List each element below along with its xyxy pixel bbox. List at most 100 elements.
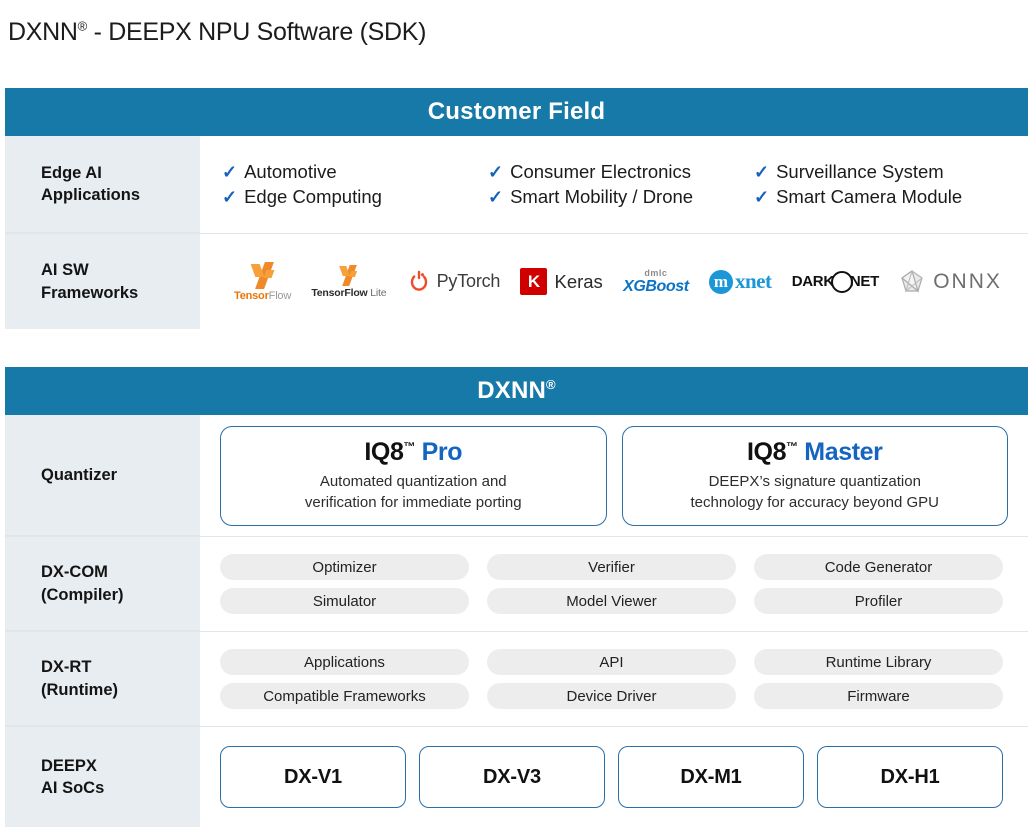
check-icon: ✓ <box>488 187 504 207</box>
dx-rt-pill-grid: Applications Compatible Frameworks API D… <box>200 649 1028 709</box>
quantizer-card-desc-line1: DEEPX’s signature quantization <box>708 473 921 491</box>
dx-com-column-3: Code Generator Profiler <box>754 554 1003 614</box>
row-label-edge-ai-line1: Edge AI <box>41 163 102 182</box>
row-label-dx-com: DX-COM (Compiler) <box>5 537 200 631</box>
page-title: DXNN® - DEEPX NPU Software (SDK) <box>8 18 426 47</box>
pill-api[interactable]: API <box>487 649 736 675</box>
quantizer-card-title-base: IQ8 <box>747 438 787 467</box>
row-label-deepx-ai-socs: DEEPX AI SoCs <box>5 727 200 827</box>
dxnn-band-title-text: DXNN <box>477 377 547 404</box>
page-title-main: DXNN <box>8 18 78 46</box>
darknet-wordmark-part2: NET <box>849 273 879 290</box>
row-label-frameworks-line1: AI SW <box>41 261 89 280</box>
quantizer-card-desc-line1: Automated quantization and <box>319 473 507 491</box>
row-label-dx-rt-line2: (Runtime) <box>41 680 118 699</box>
registered-mark-icon: ® <box>77 18 88 34</box>
quantizer-card-desc-line2: technology for accuracy beyond GPU <box>690 493 939 511</box>
mxnet-mark-icon: m <box>708 269 733 294</box>
quantizer-card-title-accent: Pro <box>421 438 463 467</box>
list-item: ✓ Edge Computing <box>222 186 488 208</box>
keras-mark-icon: K <box>520 268 548 295</box>
darknet-circle-icon <box>830 270 853 293</box>
soc-box-dx-v1[interactable]: DX-V1 <box>220 746 406 808</box>
onnx-logo: ONNX <box>899 254 1002 310</box>
quantizer-card-iq8-pro[interactable]: IQ8™ Pro Automated quantization and veri… <box>220 425 607 526</box>
row-deepx-ai-socs: DEEPX AI SoCs DX-V1 DX-V3 DX-M1 DX-H1 <box>5 727 1028 827</box>
pill-profiler[interactable]: Profiler <box>754 588 1003 614</box>
quantizer-card-title: IQ8™ Master <box>747 438 883 467</box>
page-title-rest: - DEEPX NPU Software (SDK) <box>86 18 427 46</box>
pill-simulator[interactable]: Simulator <box>220 588 469 614</box>
list-item-label: Smart Camera Module <box>776 186 963 207</box>
pill-applications[interactable]: Applications <box>220 649 469 675</box>
mxnet-wordmark: xnet <box>734 269 772 293</box>
list-item-label: Automotive <box>244 161 337 182</box>
row-dx-rt: DX-RT (Runtime) Applications Compatible … <box>5 632 1028 727</box>
row-label-quantizer: Quantizer <box>5 415 200 536</box>
dxnn-band-title: DXNN® <box>5 367 1028 415</box>
soc-box-dx-h1[interactable]: DX-H1 <box>817 746 1003 808</box>
pill-code-generator[interactable]: Code Generator <box>754 554 1003 580</box>
check-icon: ✓ <box>222 187 238 207</box>
customer-field-band-title: Customer Field <box>5 88 1028 136</box>
row-label-edge-ai: Edge AI Applications <box>5 136 200 233</box>
pytorch-wordmark: PyTorch <box>436 271 501 291</box>
row-label-frameworks: AI SW Frameworks <box>5 234 200 329</box>
row-label-frameworks-line2: Frameworks <box>41 283 139 302</box>
xgboost-logo: dmlc XGBoost <box>623 254 689 310</box>
pill-firmware[interactable]: Firmware <box>754 683 1003 709</box>
dx-com-column-2: Verifier Model Viewer <box>487 554 736 614</box>
quantizer-card-grid: IQ8™ Pro Automated quantization and veri… <box>200 425 1028 526</box>
row-quantizer: Quantizer IQ8™ Pro Automated quantizatio… <box>5 415 1028 537</box>
pill-optimizer[interactable]: Optimizer <box>220 554 469 580</box>
tensorflow-mark-icon <box>250 261 276 289</box>
pill-model-viewer[interactable]: Model Viewer <box>487 588 736 614</box>
list-item: ✓ Automotive <box>222 161 488 183</box>
registered-mark-icon: ® <box>546 377 556 392</box>
pill-compatible-frameworks[interactable]: Compatible Frameworks <box>220 683 469 709</box>
tensorflow-lite-logo: TensorFlow Lite <box>311 254 387 310</box>
row-edge-ai-applications: Edge AI Applications ✓ Automotive ✓ Edge… <box>5 136 1028 234</box>
list-item-label: Smart Mobility / Drone <box>510 186 694 207</box>
check-icon: ✓ <box>754 162 770 182</box>
xgboost-dmlc-label: dmlc <box>644 267 668 278</box>
pill-runtime-library[interactable]: Runtime Library <box>754 649 1003 675</box>
row-label-socs-line2: AI SoCs <box>41 779 105 797</box>
row-label-dx-rt-line1: DX-RT <box>41 658 92 677</box>
row-label-quantizer-line1: Quantizer <box>41 465 118 484</box>
darknet-wordmark-part1: DARK <box>791 273 834 290</box>
list-item-label: Surveillance System <box>776 161 944 182</box>
row-label-dx-rt: DX-RT (Runtime) <box>5 632 200 726</box>
list-item-label: Edge Computing <box>244 186 382 207</box>
soc-box-dx-v3[interactable]: DX-V3 <box>419 746 605 808</box>
row-ai-sw-frameworks: AI SW Frameworks TensorFlow <box>5 234 1028 329</box>
onnx-mark-icon <box>901 269 924 293</box>
dx-rt-column-1: Applications Compatible Frameworks <box>220 649 469 709</box>
edge-ai-applications-grid: ✓ Automotive ✓ Edge Computing ✓ Consumer… <box>200 161 1028 208</box>
tensorflow-logo: TensorFlow <box>234 254 291 310</box>
dx-com-pill-grid: Optimizer Simulator Verifier Model Viewe… <box>200 554 1028 614</box>
tensorflow-lite-mark-icon <box>339 264 358 286</box>
quantizer-card-desc-line2: verification for immediate porting <box>304 493 522 511</box>
soc-box-dx-m1[interactable]: DX-M1 <box>618 746 804 808</box>
onnx-wordmark: ONNX <box>933 269 1002 293</box>
pytorch-logo: PyTorch <box>407 254 501 310</box>
list-item: ✓ Surveillance System <box>754 161 1020 183</box>
row-body-quantizer: IQ8™ Pro Automated quantization and veri… <box>200 415 1028 536</box>
row-label-dx-com-line1: DX-COM <box>41 563 108 582</box>
mxnet-logo: m xnet <box>708 254 772 310</box>
row-label-dx-com-line2: (Compiler) <box>41 585 124 604</box>
keras-wordmark: Keras <box>554 270 603 292</box>
check-icon: ✓ <box>754 187 770 207</box>
keras-logo: K Keras <box>520 254 603 310</box>
row-label-edge-ai-line2: Applications <box>41 186 141 204</box>
trademark-icon: ™ <box>786 439 798 454</box>
tensorflow-lite-wordmark: TensorFlow Lite <box>311 286 387 299</box>
pill-device-driver[interactable]: Device Driver <box>487 683 736 709</box>
list-item-label: Consumer Electronics <box>510 161 692 182</box>
pill-verifier[interactable]: Verifier <box>487 554 736 580</box>
quantizer-card-iq8-master[interactable]: IQ8™ Master DEEPX’s signature quantizati… <box>621 425 1008 526</box>
soc-box-grid: DX-V1 DX-V3 DX-M1 DX-H1 <box>200 746 1028 808</box>
list-item: ✓ Smart Mobility / Drone <box>488 186 754 208</box>
